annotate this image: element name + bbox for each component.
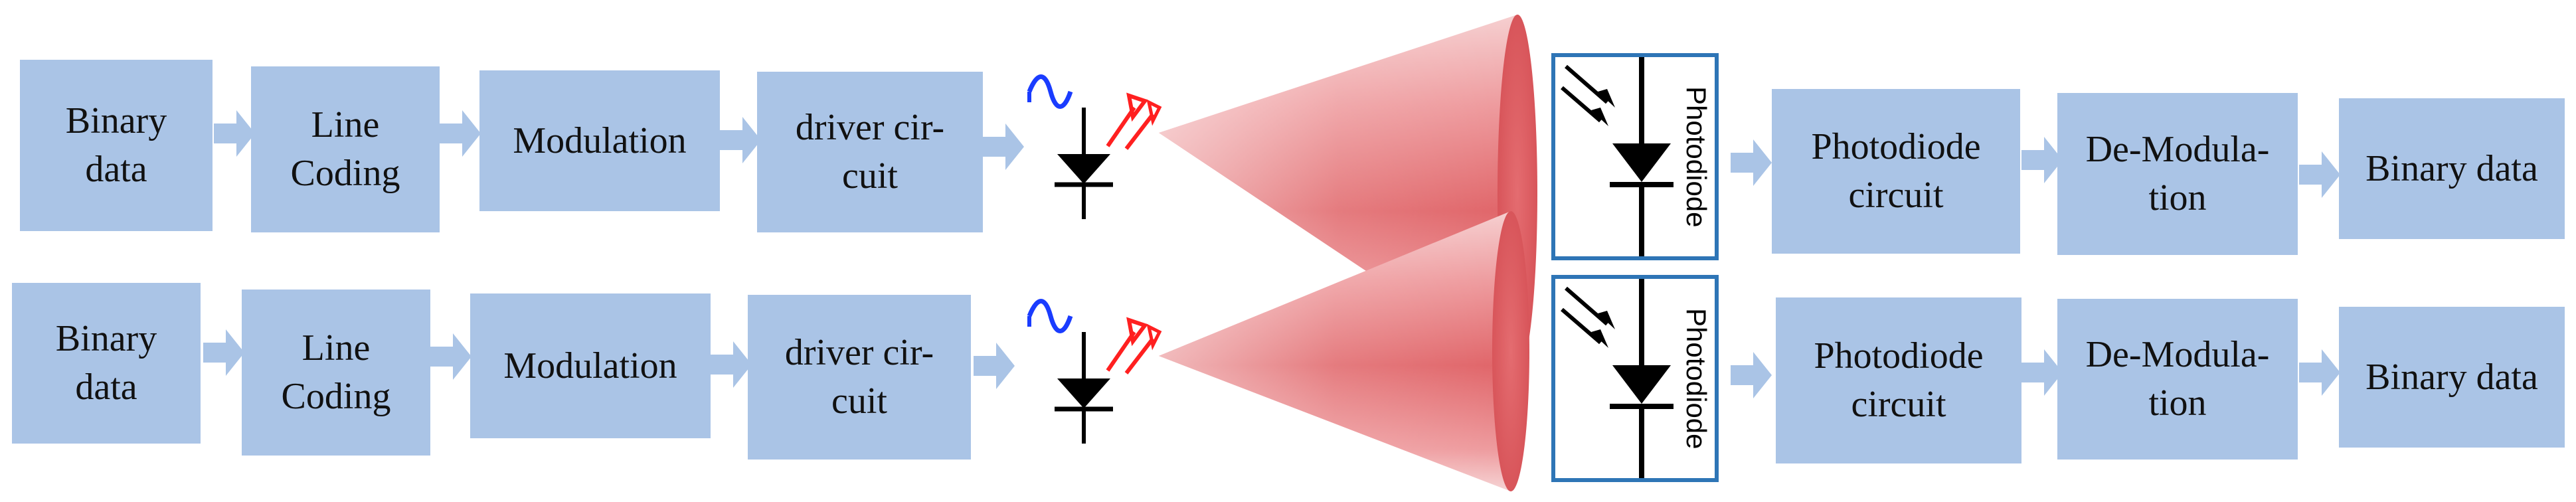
right-arrow-icon (214, 110, 255, 157)
demodulation-block: De-Modula- tion (2057, 93, 2298, 255)
right-arrow-icon (983, 124, 1024, 170)
photodiode-box: Photodiode (1551, 53, 1719, 260)
line-coding-block: Line Coding (242, 290, 430, 456)
binary-data-output-block: Binary data (2339, 98, 2565, 239)
right-arrow-icon (2021, 349, 2063, 396)
driver-circuit-block: driver cir- cuit (757, 72, 983, 232)
binary-data-block: Binary data (12, 283, 201, 444)
led-icon (1027, 299, 1162, 444)
modulation-block: Modulation (479, 70, 720, 211)
binary-data-block: Binary data (20, 60, 213, 231)
line-coding-block: Line Coding (251, 66, 440, 232)
right-arrow-icon (1731, 352, 1772, 398)
modulation-block: Modulation (470, 293, 711, 438)
driver-circuit-block: driver cir- cuit (748, 295, 971, 460)
photodiode-icon (1561, 57, 1674, 256)
photodiode-icon (1561, 279, 1674, 478)
photodiode-label: Photodiode (1681, 86, 1712, 228)
right-arrow-icon (2299, 151, 2340, 198)
photodiode-box: Photodiode (1551, 275, 1719, 482)
photodiode-label: Photodiode (1681, 307, 1712, 450)
photodiode-circuit-block: Photodiode circuit (1772, 89, 2020, 254)
right-arrow-icon (203, 329, 244, 376)
right-arrow-icon (974, 343, 1015, 389)
led-icon (1027, 74, 1162, 219)
right-arrow-icon (440, 110, 481, 157)
right-arrow-icon (2021, 137, 2063, 183)
right-arrow-icon (2299, 349, 2340, 396)
right-arrow-icon (711, 341, 752, 388)
binary-data-output-block: Binary data (2339, 307, 2565, 448)
right-arrow-icon (1731, 139, 1772, 186)
photodiode-circuit-block: Photodiode circuit (1776, 297, 2021, 463)
light-cone-2 (1159, 211, 1529, 491)
right-arrow-icon (430, 333, 472, 380)
demodulation-block: De-Modula- tion (2057, 299, 2298, 460)
right-arrow-icon (720, 117, 761, 163)
